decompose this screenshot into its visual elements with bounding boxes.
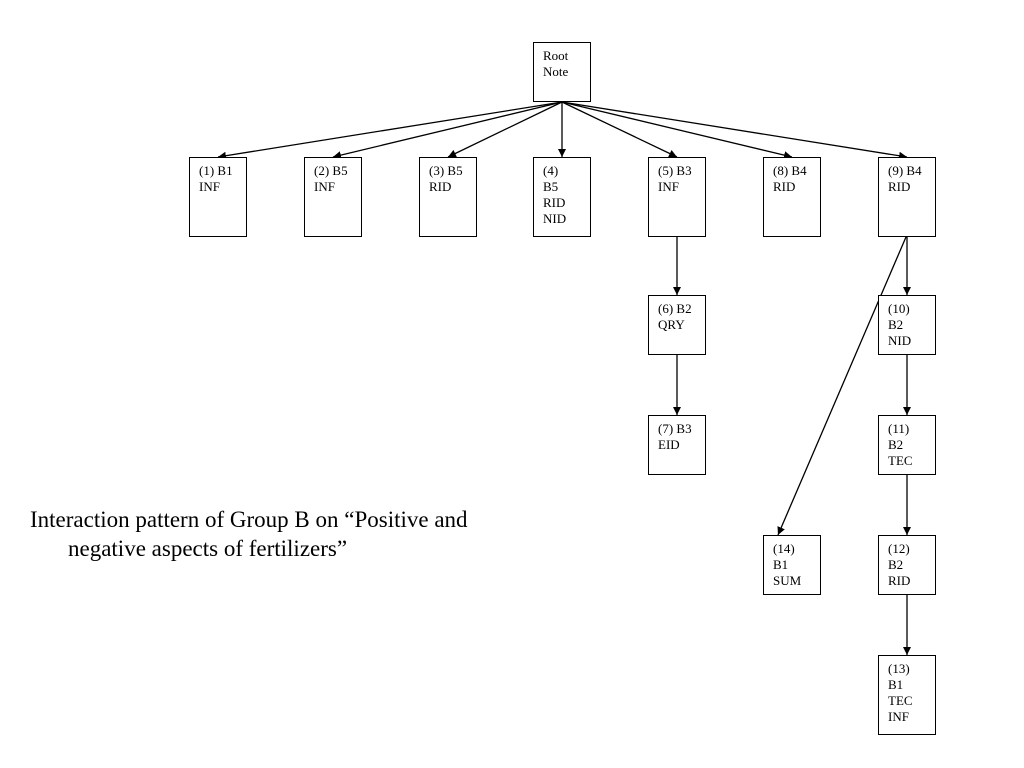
node-n13-line-4: INF bbox=[888, 709, 909, 724]
node-n2-line-2: INF bbox=[314, 179, 335, 194]
node-n4-line-4: NID bbox=[543, 211, 567, 226]
node-n3-line-2: RID bbox=[429, 179, 452, 194]
edge-root-to-n9 bbox=[561, 101, 908, 160]
node-n8-line-2: RID bbox=[773, 179, 796, 194]
node-n4-line-1: (4) bbox=[543, 163, 559, 178]
node-n9-line-1: (9) B4 bbox=[888, 163, 922, 178]
node-n6-line-2: QRY bbox=[658, 317, 685, 332]
node-n14-line-3: SUM bbox=[773, 573, 802, 588]
node-n13-line-1: (13) bbox=[888, 661, 910, 676]
node-n9-line-2: RID bbox=[888, 179, 911, 194]
node-n1-line-1: (1) B1 bbox=[199, 163, 233, 178]
node-n7-line-1: (7) B3 bbox=[658, 421, 692, 436]
node-n11-line-1: (11) bbox=[888, 421, 910, 436]
edge-root-to-n3 bbox=[447, 101, 563, 158]
node-n12-line-3: RID bbox=[888, 573, 911, 588]
node-n5-line-2: INF bbox=[658, 179, 679, 194]
node-n6-line-1: (6) B2 bbox=[658, 301, 692, 316]
node-n12-line-2: B2 bbox=[888, 557, 904, 572]
caption-line-1: Interaction pattern of Group B on “Posit… bbox=[30, 507, 468, 532]
node-n1-line-2: INF bbox=[199, 179, 220, 194]
node-n13-line-2: B1 bbox=[888, 677, 904, 692]
node-n7-line-2: EID bbox=[658, 437, 680, 452]
node-n2-line-1: (2) B5 bbox=[314, 163, 348, 178]
node-n12-line-1: (12) bbox=[888, 541, 910, 556]
node-n11-line-2: B2 bbox=[888, 437, 904, 452]
node-n10-line-3: NID bbox=[888, 333, 912, 348]
edge-root-to-n5 bbox=[561, 101, 678, 158]
node-n5-line-1: (5) B3 bbox=[658, 163, 692, 178]
edge-root-to-n8 bbox=[561, 101, 793, 160]
node-n14-line-2: B1 bbox=[773, 557, 789, 572]
node-root-line-2: Note bbox=[543, 64, 569, 79]
diagram-caption: Interaction pattern of Group B on “Posit… bbox=[30, 505, 550, 563]
node-n10-line-2: B2 bbox=[888, 317, 904, 332]
node-n3-line-1: (3) B5 bbox=[429, 163, 463, 178]
edge-root-to-n1 bbox=[217, 101, 563, 160]
node-n8-line-1: (8) B4 bbox=[773, 163, 807, 178]
edge-root-to-n2 bbox=[332, 101, 563, 160]
node-n10-line-1: (10) bbox=[888, 301, 910, 316]
caption-line-2: negative aspects of fertilizers” bbox=[68, 536, 348, 561]
node-n4-line-2: B5 bbox=[543, 179, 559, 194]
node-root-line-1: Root bbox=[543, 48, 569, 63]
node-n4-line-3: RID bbox=[543, 195, 566, 210]
edge-n9-to-n14 bbox=[777, 236, 907, 536]
node-n11-line-3: TEC bbox=[888, 453, 913, 468]
node-n14-line-1: (14) bbox=[773, 541, 795, 556]
node-n13-line-3: TEC bbox=[888, 693, 913, 708]
